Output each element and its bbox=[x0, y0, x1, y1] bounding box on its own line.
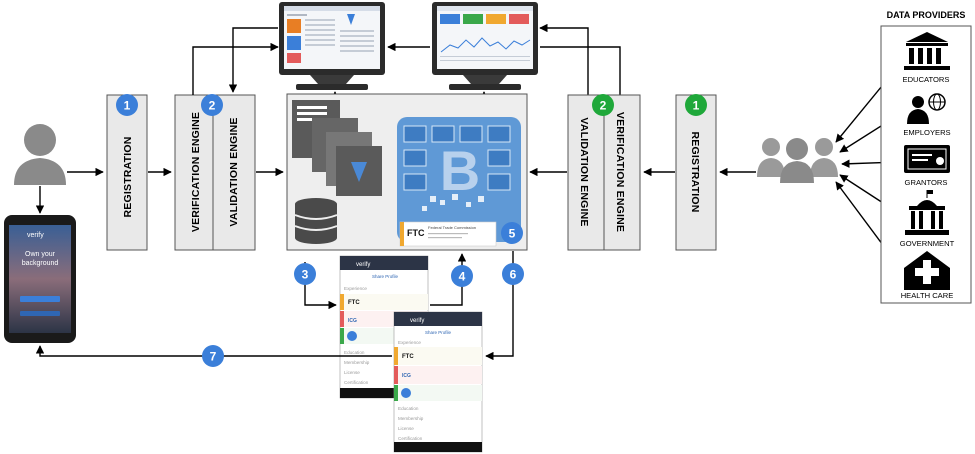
provider-label-grantors: GRANTORS bbox=[905, 178, 948, 187]
profile-screen-front: verify Share Profile Experience FTC ICG … bbox=[393, 311, 483, 453]
svg-text:6: 6 bbox=[510, 268, 517, 282]
mobile-phone: verify Own your background bbox=[4, 215, 76, 343]
provider-label-health-care: HEALTH CARE bbox=[901, 291, 954, 300]
step-badge-6: 6 bbox=[502, 263, 524, 285]
educators-icon bbox=[904, 32, 950, 70]
svg-text:ICG: ICG bbox=[402, 373, 411, 379]
svg-text:Experience: Experience bbox=[398, 340, 421, 345]
registration-label-left: REGISTRATION bbox=[122, 137, 134, 218]
svg-text:Education: Education bbox=[398, 406, 419, 411]
verification-label-right: VERIFICATION ENGINE bbox=[614, 112, 626, 232]
blockchain-graphic: B bbox=[397, 117, 521, 242]
health-care-icon bbox=[904, 251, 950, 290]
svg-text:2: 2 bbox=[209, 99, 216, 113]
svg-text:FTC: FTC bbox=[348, 300, 360, 306]
step-badge-7: 7 bbox=[202, 345, 224, 367]
step-badge-right-2: 2 bbox=[592, 94, 614, 116]
step-badge-left-2: 2 bbox=[201, 94, 223, 116]
grantors-icon bbox=[904, 145, 950, 173]
provider-label-educators: EDUCATORS bbox=[903, 75, 950, 84]
svg-text:2: 2 bbox=[600, 99, 607, 113]
svg-text:Share Profile: Share Profile bbox=[425, 330, 452, 335]
svg-text:verify: verify bbox=[356, 262, 370, 268]
svg-text:3: 3 bbox=[302, 268, 309, 282]
svg-text:Membership: Membership bbox=[344, 360, 370, 365]
data-providers-title: DATA PROVIDERS bbox=[887, 10, 966, 20]
svg-text:7: 7 bbox=[210, 350, 217, 364]
svg-text:Certification: Certification bbox=[398, 436, 423, 441]
phone-headline-line1: Own your bbox=[25, 251, 56, 258]
user-group-icon bbox=[757, 138, 838, 183]
database-icon bbox=[294, 198, 338, 244]
registration-panel-right bbox=[675, 94, 717, 251]
svg-text:License: License bbox=[344, 370, 360, 375]
government-icon bbox=[905, 190, 949, 235]
svg-text:1: 1 bbox=[124, 99, 131, 113]
svg-text:verify: verify bbox=[410, 318, 424, 324]
phone-headline-line2: background bbox=[22, 260, 59, 267]
svg-text:B: B bbox=[440, 139, 480, 202]
validation-label-right: VALIDATION ENGINE bbox=[578, 117, 590, 226]
step-badge-4: 4 bbox=[451, 265, 473, 287]
svg-text:5: 5 bbox=[509, 227, 516, 241]
provider-label-employers: EMPLOYERS bbox=[903, 128, 950, 137]
validation-label-left: VALIDATION ENGINE bbox=[228, 117, 240, 226]
monitor-left bbox=[279, 2, 385, 90]
phone-brand: verify bbox=[27, 232, 44, 239]
ftc-certificate-card: FTC Federal Trade Commission bbox=[399, 221, 497, 247]
monitor-right bbox=[432, 2, 538, 90]
engine-panel-left bbox=[174, 94, 256, 251]
certificate-org: Federal Trade Commission bbox=[428, 225, 476, 230]
svg-text:Education: Education bbox=[344, 350, 365, 355]
svg-text:License: License bbox=[398, 426, 414, 431]
svg-text:1: 1 bbox=[693, 99, 700, 113]
svg-text:Membership: Membership bbox=[398, 416, 424, 421]
certificate-logo: FTC bbox=[407, 228, 425, 238]
svg-text:Share Profile: Share Profile bbox=[372, 274, 399, 279]
user-icon-left bbox=[14, 124, 66, 185]
provider-label-government: GOVERNMENT bbox=[900, 239, 955, 248]
svg-text:FTC: FTC bbox=[402, 354, 414, 360]
svg-text:ICG: ICG bbox=[348, 318, 357, 324]
employers-icon bbox=[907, 93, 946, 124]
step-badge-left-1: 1 bbox=[116, 94, 138, 116]
document-stack-icon bbox=[292, 100, 382, 196]
registration-panel-left bbox=[106, 94, 148, 251]
svg-text:4: 4 bbox=[459, 270, 466, 284]
step-badge-5: 5 bbox=[501, 222, 523, 244]
registration-label-right: REGISTRATION bbox=[689, 132, 701, 213]
svg-text:Certification: Certification bbox=[344, 380, 369, 385]
verification-label-left: VERIFICATION ENGINE bbox=[190, 112, 202, 232]
step-badge-3: 3 bbox=[294, 263, 316, 285]
step-badge-right-1: 1 bbox=[685, 94, 707, 116]
svg-text:Experience: Experience bbox=[344, 286, 367, 291]
